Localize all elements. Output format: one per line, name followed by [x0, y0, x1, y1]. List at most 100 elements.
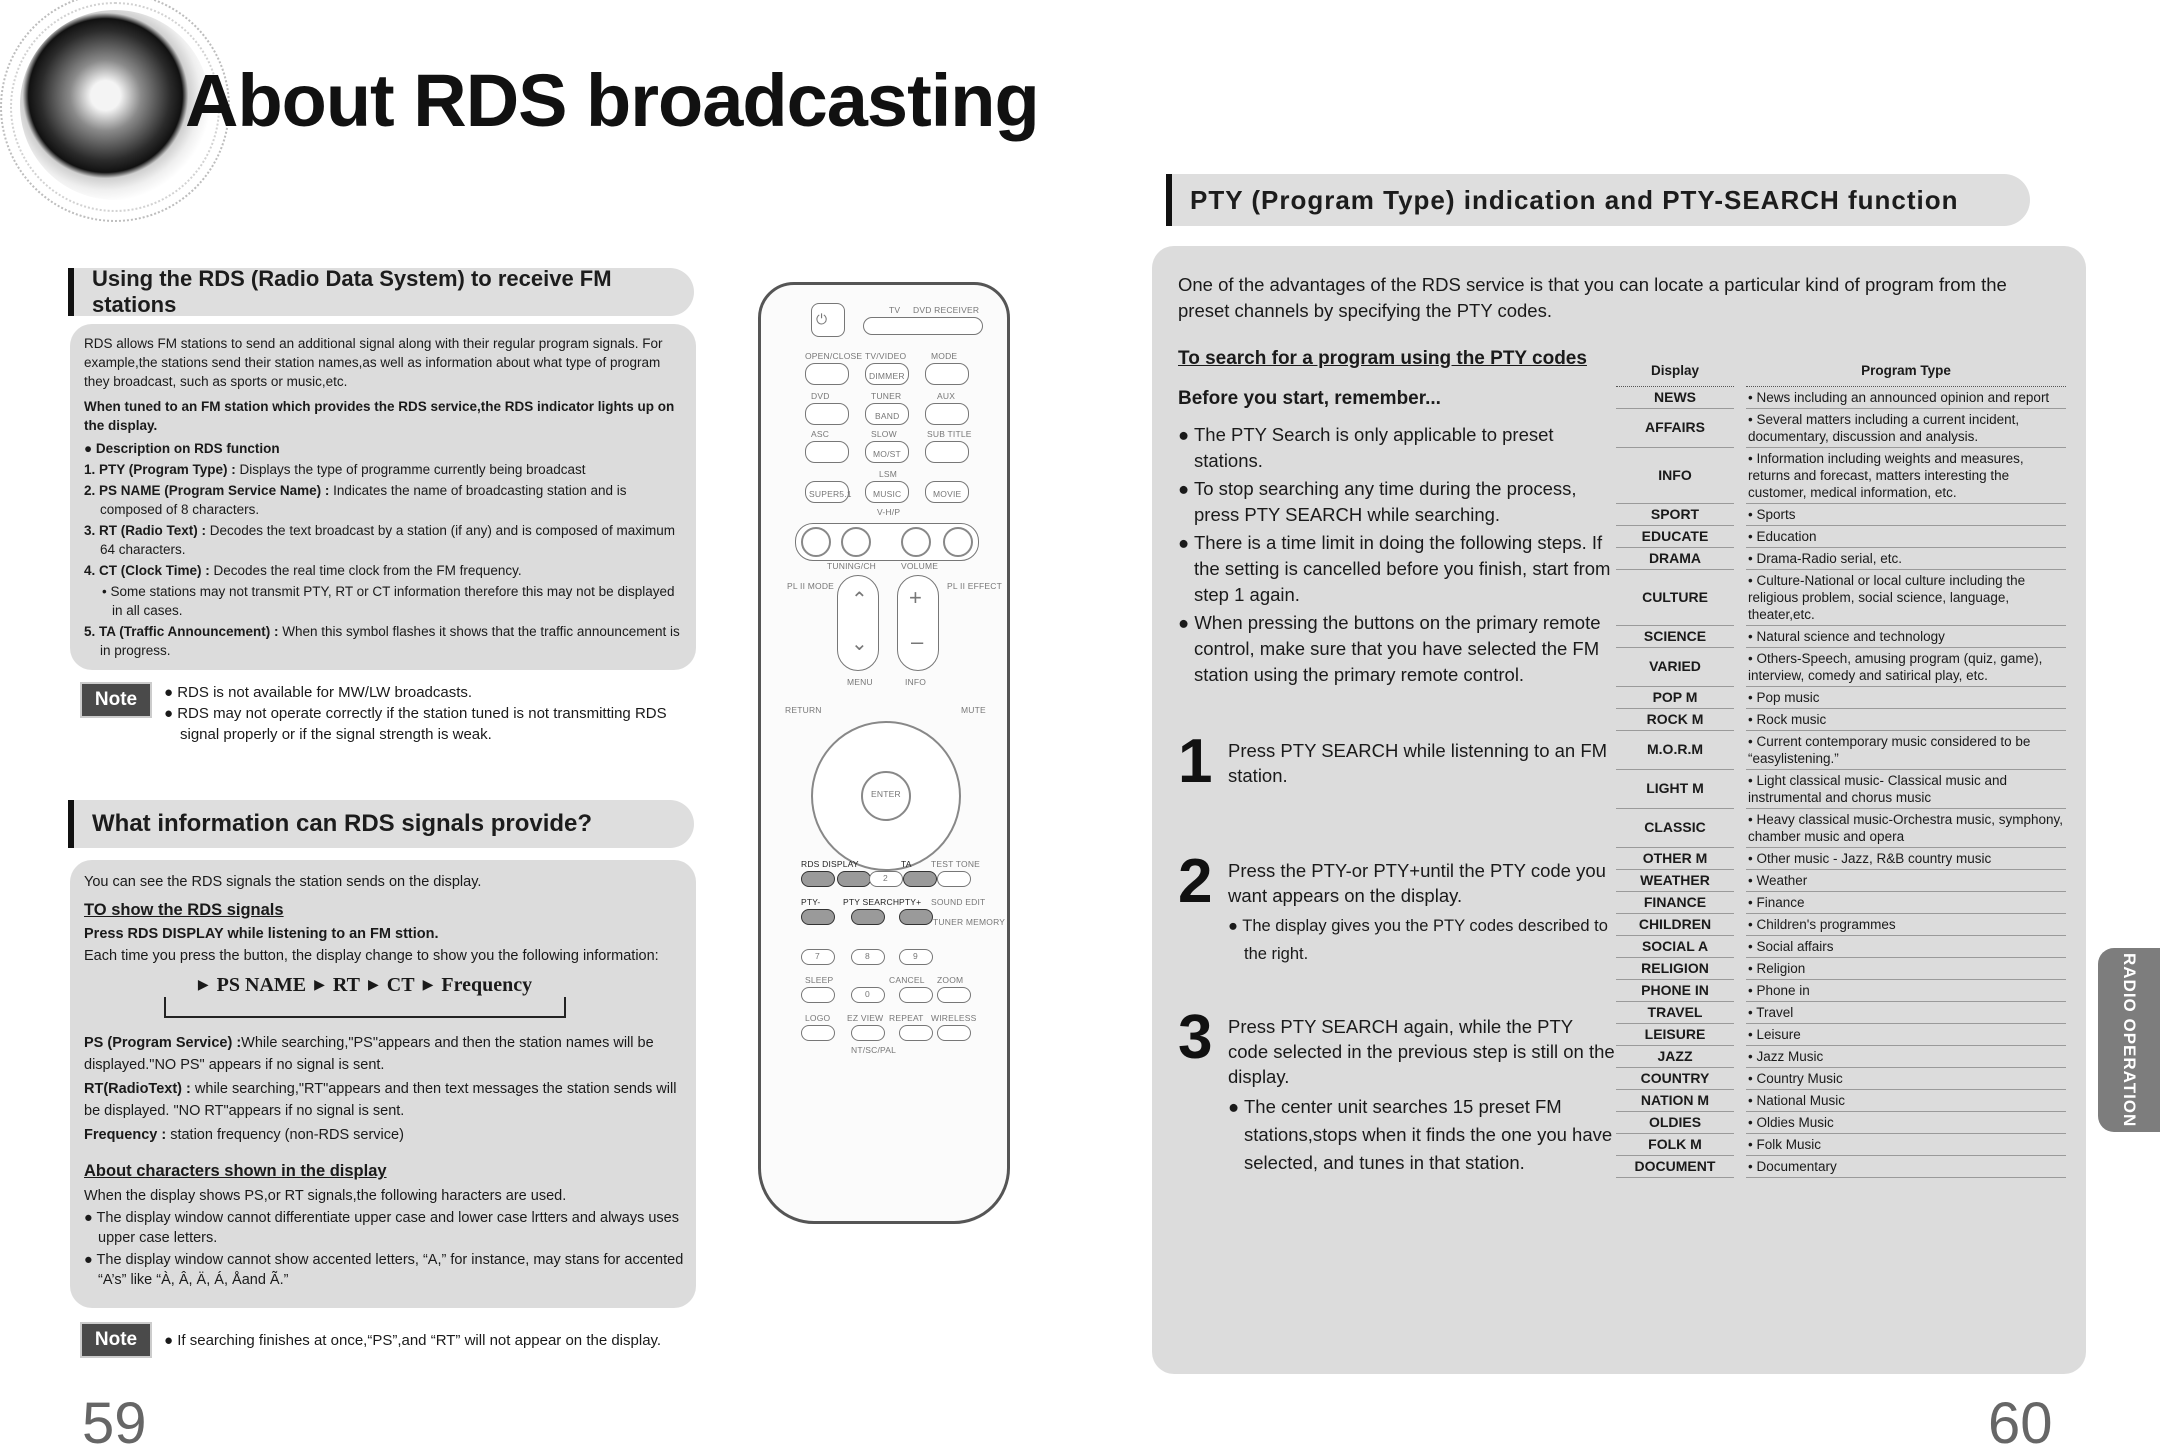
- remember-bullet: ● To stop searching any time during the …: [1178, 478, 1577, 525]
- program-type-cell: • Current contemporary music considered …: [1746, 730, 2066, 770]
- remote-label: MO/ST: [873, 449, 901, 459]
- rds-function-label: 5. TA (Traffic Announcement) :: [84, 624, 279, 639]
- plus-icon: +: [909, 585, 923, 610]
- rds-function-item: 3. RT (Radio Text) : Decodes the text br…: [84, 521, 688, 559]
- pty-code-cell: INFO: [1616, 447, 1734, 504]
- pty-code-cell: RELIGION: [1616, 957, 1734, 980]
- remote-label: MUTE: [961, 705, 986, 715]
- speaker-graphic-ring: [0, 0, 230, 222]
- arrow-icon: ▶: [197, 978, 209, 993]
- ps-label: PS (Program Service) :: [84, 1035, 242, 1051]
- column-header-display: Display: [1616, 356, 1734, 387]
- program-type-cell: • Rock music: [1746, 708, 2066, 731]
- remote-control-illustration: ⏻ TV DVD RECEIVER OPEN/CLOSE TV/VIDEO MO…: [758, 282, 1010, 1224]
- remote-button: [925, 481, 969, 503]
- cell-gap: [1734, 935, 1746, 957]
- note-text-1: ● RDS is not available for MW/LW broadca…: [164, 682, 694, 745]
- remote-button-highlight: [837, 871, 871, 887]
- remember-bullet: ● The PTY Search is only applicable to p…: [1178, 424, 1554, 471]
- step-instruction: Press PTY SEARCH while listenning to an …: [1228, 740, 1608, 786]
- remote-button-highlight: [801, 871, 835, 887]
- show-signals-heading: TO show the RDS signals: [84, 901, 284, 919]
- remote-label: ZOOM: [937, 975, 964, 985]
- remote-label: LOGO: [805, 1013, 831, 1023]
- step-sub-note: ● The display gives you the PTY codes de…: [1228, 917, 1608, 963]
- program-type-cell: • Travel: [1746, 1001, 2066, 1024]
- arrow-icon: ▶: [422, 978, 434, 993]
- rt-text: while searching,"RT"appears and then tex…: [84, 1081, 677, 1119]
- arrow-icon: ▶: [314, 978, 325, 993]
- remote-button-highlight: [903, 871, 937, 887]
- program-type-cell: • Others-Speech, amusing program (quiz, …: [1746, 647, 2066, 687]
- table-row: DRAMA• Drama-Radio serial, etc.: [1616, 547, 2066, 570]
- remote-label: TV/VIDEO: [865, 351, 907, 361]
- program-type-cell: • Country Music: [1746, 1067, 2066, 1090]
- display-cycle-diagram: ▶ PS NAME ▶ RT ▶ CT ▶ Frequency: [160, 974, 570, 1024]
- remote-label-ta: TA: [901, 859, 912, 869]
- rds-signals-panel: [70, 860, 696, 1308]
- table-row: CULTURE• Culture-National or local cultu…: [1616, 569, 2066, 626]
- cell-gap: [1734, 708, 1746, 730]
- table-row: FOLK M• Folk Music: [1616, 1133, 2066, 1156]
- signals-intro: You can see the RDS signals the station …: [84, 874, 482, 890]
- cell-gap: [1734, 869, 1746, 891]
- cell-gap: [1734, 625, 1746, 647]
- note-badge: Note: [80, 1322, 152, 1358]
- remote-label: MENU: [847, 677, 873, 687]
- note-item: ● RDS is not available for MW/LW broadca…: [164, 684, 473, 701]
- remote-digit: 7: [815, 951, 820, 961]
- page-number-right: 60: [1988, 1391, 2053, 1450]
- cell-gap: [1734, 569, 1746, 625]
- remote-label: SOUND EDIT: [931, 897, 986, 907]
- cell-gap: [1734, 957, 1746, 979]
- cell-gap: [1734, 979, 1746, 1001]
- program-type-cell: • Jazz Music: [1746, 1045, 2066, 1068]
- program-type-cell: • Social affairs: [1746, 935, 2066, 958]
- power-icon: ⏻: [816, 311, 828, 327]
- table-row: ROCK M• Rock music: [1616, 708, 2066, 731]
- speaker-icon: [20, 10, 210, 200]
- remote-digit: 8: [865, 951, 870, 961]
- frequency-definition: Frequency : station frequency (non-RDS s…: [84, 1124, 688, 1146]
- remote-label-pty-plus: PTY+: [899, 897, 922, 907]
- program-type-cell: • Folk Music: [1746, 1133, 2066, 1156]
- cell-gap: [1734, 1001, 1746, 1023]
- remote-label: PL II MODE: [787, 581, 835, 591]
- rds-function-label: 2. PS NAME (Program Service Name) :: [84, 483, 330, 498]
- remote-label: VOLUME: [901, 561, 939, 571]
- remote-label: V-H/P: [877, 507, 901, 517]
- rds-function-label: 3. RT (Radio Text) :: [84, 523, 207, 538]
- remote-button: [937, 987, 971, 1003]
- cell-gap: [1734, 1155, 1746, 1177]
- table-header-row: Display Program Type: [1616, 356, 2066, 387]
- remote-label: TEST TONE: [931, 859, 981, 869]
- rt-label: RT(RadioText) :: [84, 1081, 191, 1097]
- remote-button: [925, 363, 969, 385]
- play-pause-icon: [901, 527, 931, 557]
- section-header-rds: Using the RDS (Radio Data System) to rec…: [68, 266, 694, 317]
- pty-code-cell: LIGHT M: [1616, 769, 1734, 809]
- remote-label: TUNER MEMORY: [933, 917, 1006, 927]
- program-type-cell: • Leisure: [1746, 1023, 2066, 1046]
- step-text: Press PTY SEARCH while listenning to an …: [1228, 738, 1618, 788]
- cell-gap: [1734, 1133, 1746, 1155]
- rds-function-list: 1. PTY (Program Type) : Displays the typ…: [84, 460, 688, 660]
- cell-gap: [1734, 769, 1746, 808]
- remote-button: [851, 987, 885, 1003]
- remote-button: [865, 363, 909, 385]
- program-type-cell: • News including an announced opinion an…: [1746, 386, 2066, 409]
- rds-function-item: 2. PS NAME (Program Service Name) : Indi…: [84, 481, 688, 519]
- program-type-cell: • Children's programmes: [1746, 913, 2066, 936]
- table-row: OLDIES• Oldies Music: [1616, 1111, 2066, 1134]
- table-row: LIGHT M• Light classical music- Classica…: [1616, 769, 2066, 809]
- column-gap: [1734, 356, 1746, 386]
- pty-code-cell: SOCIAL A: [1616, 935, 1734, 958]
- rds-function-label: 1. PTY (Program Type) :: [84, 462, 236, 477]
- remote-button-highlight: [899, 909, 933, 925]
- rds-signals-text: You can see the RDS signals the station …: [84, 872, 688, 968]
- table-row: POP M• Pop music: [1616, 686, 2066, 709]
- skip-forward-icon: [943, 527, 973, 557]
- pty-code-cell: CLASSIC: [1616, 808, 1734, 848]
- rds-description-panel: [70, 324, 696, 670]
- cycle-step: CT: [386, 974, 415, 996]
